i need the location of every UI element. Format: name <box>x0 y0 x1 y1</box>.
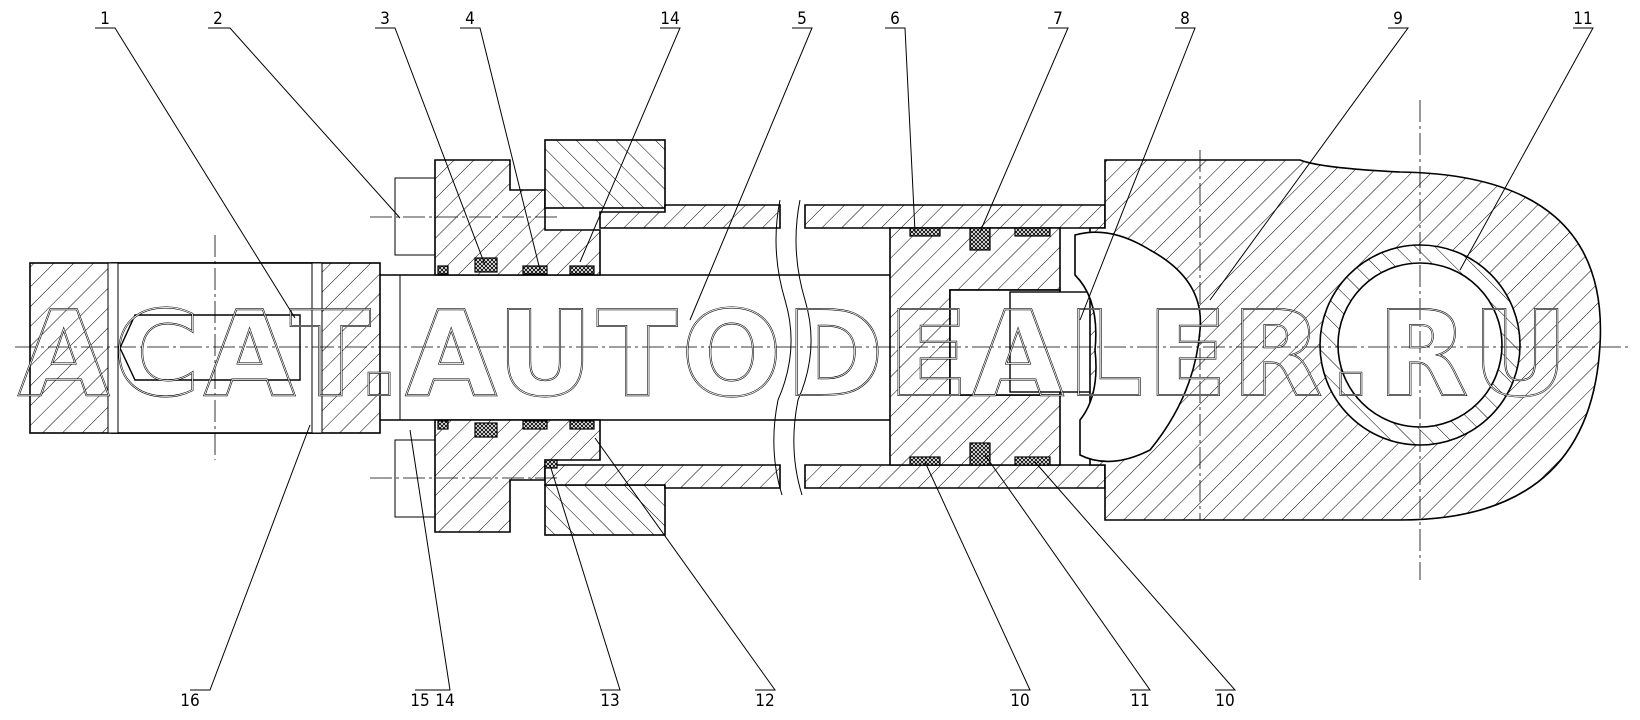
callout-10-bottom-left: 10 <box>1010 691 1029 711</box>
callout-13: 13 <box>600 691 619 711</box>
callout-16: 16 <box>180 691 199 711</box>
flange-ring <box>544 139 666 536</box>
callout-4: 4 <box>465 9 475 29</box>
callout-14-top: 14 <box>660 9 679 29</box>
callout-3: 3 <box>380 9 390 29</box>
watermark-text-inner: ACAT.AUTODEALER.RU <box>18 285 1572 423</box>
cylinder-tube <box>544 199 1106 496</box>
callout-6: 6 <box>890 9 900 29</box>
watermark-text: ACAT.AUTODEALER.RU <box>18 285 1572 423</box>
callout-8: 8 <box>1180 9 1190 29</box>
rod-end-eye <box>29 262 381 434</box>
callout-11-bottom: 11 <box>1130 691 1149 711</box>
callout-11-top: 11 <box>1573 9 1592 29</box>
callout-15: 15 <box>410 691 429 711</box>
callout-1: 1 <box>100 9 110 29</box>
callout-10-bottom-right: 10 <box>1215 691 1234 711</box>
callout-labels: 1 2 3 4 14 5 6 7 8 9 11 16 15 14 13 12 1… <box>100 9 1593 711</box>
callout-7: 7 <box>1053 9 1063 29</box>
leader-lines <box>95 27 1594 691</box>
callout-2: 2 <box>213 9 223 29</box>
callout-12: 12 <box>755 691 774 711</box>
center-lines <box>15 100 1630 580</box>
callout-5: 5 <box>797 9 807 29</box>
watermark: ACAT.AUTODEALER.RU ACAT.AUTODEALER.RU <box>17 284 1572 424</box>
callout-9: 9 <box>1393 9 1403 29</box>
callout-14-bottom: 14 <box>435 691 454 711</box>
